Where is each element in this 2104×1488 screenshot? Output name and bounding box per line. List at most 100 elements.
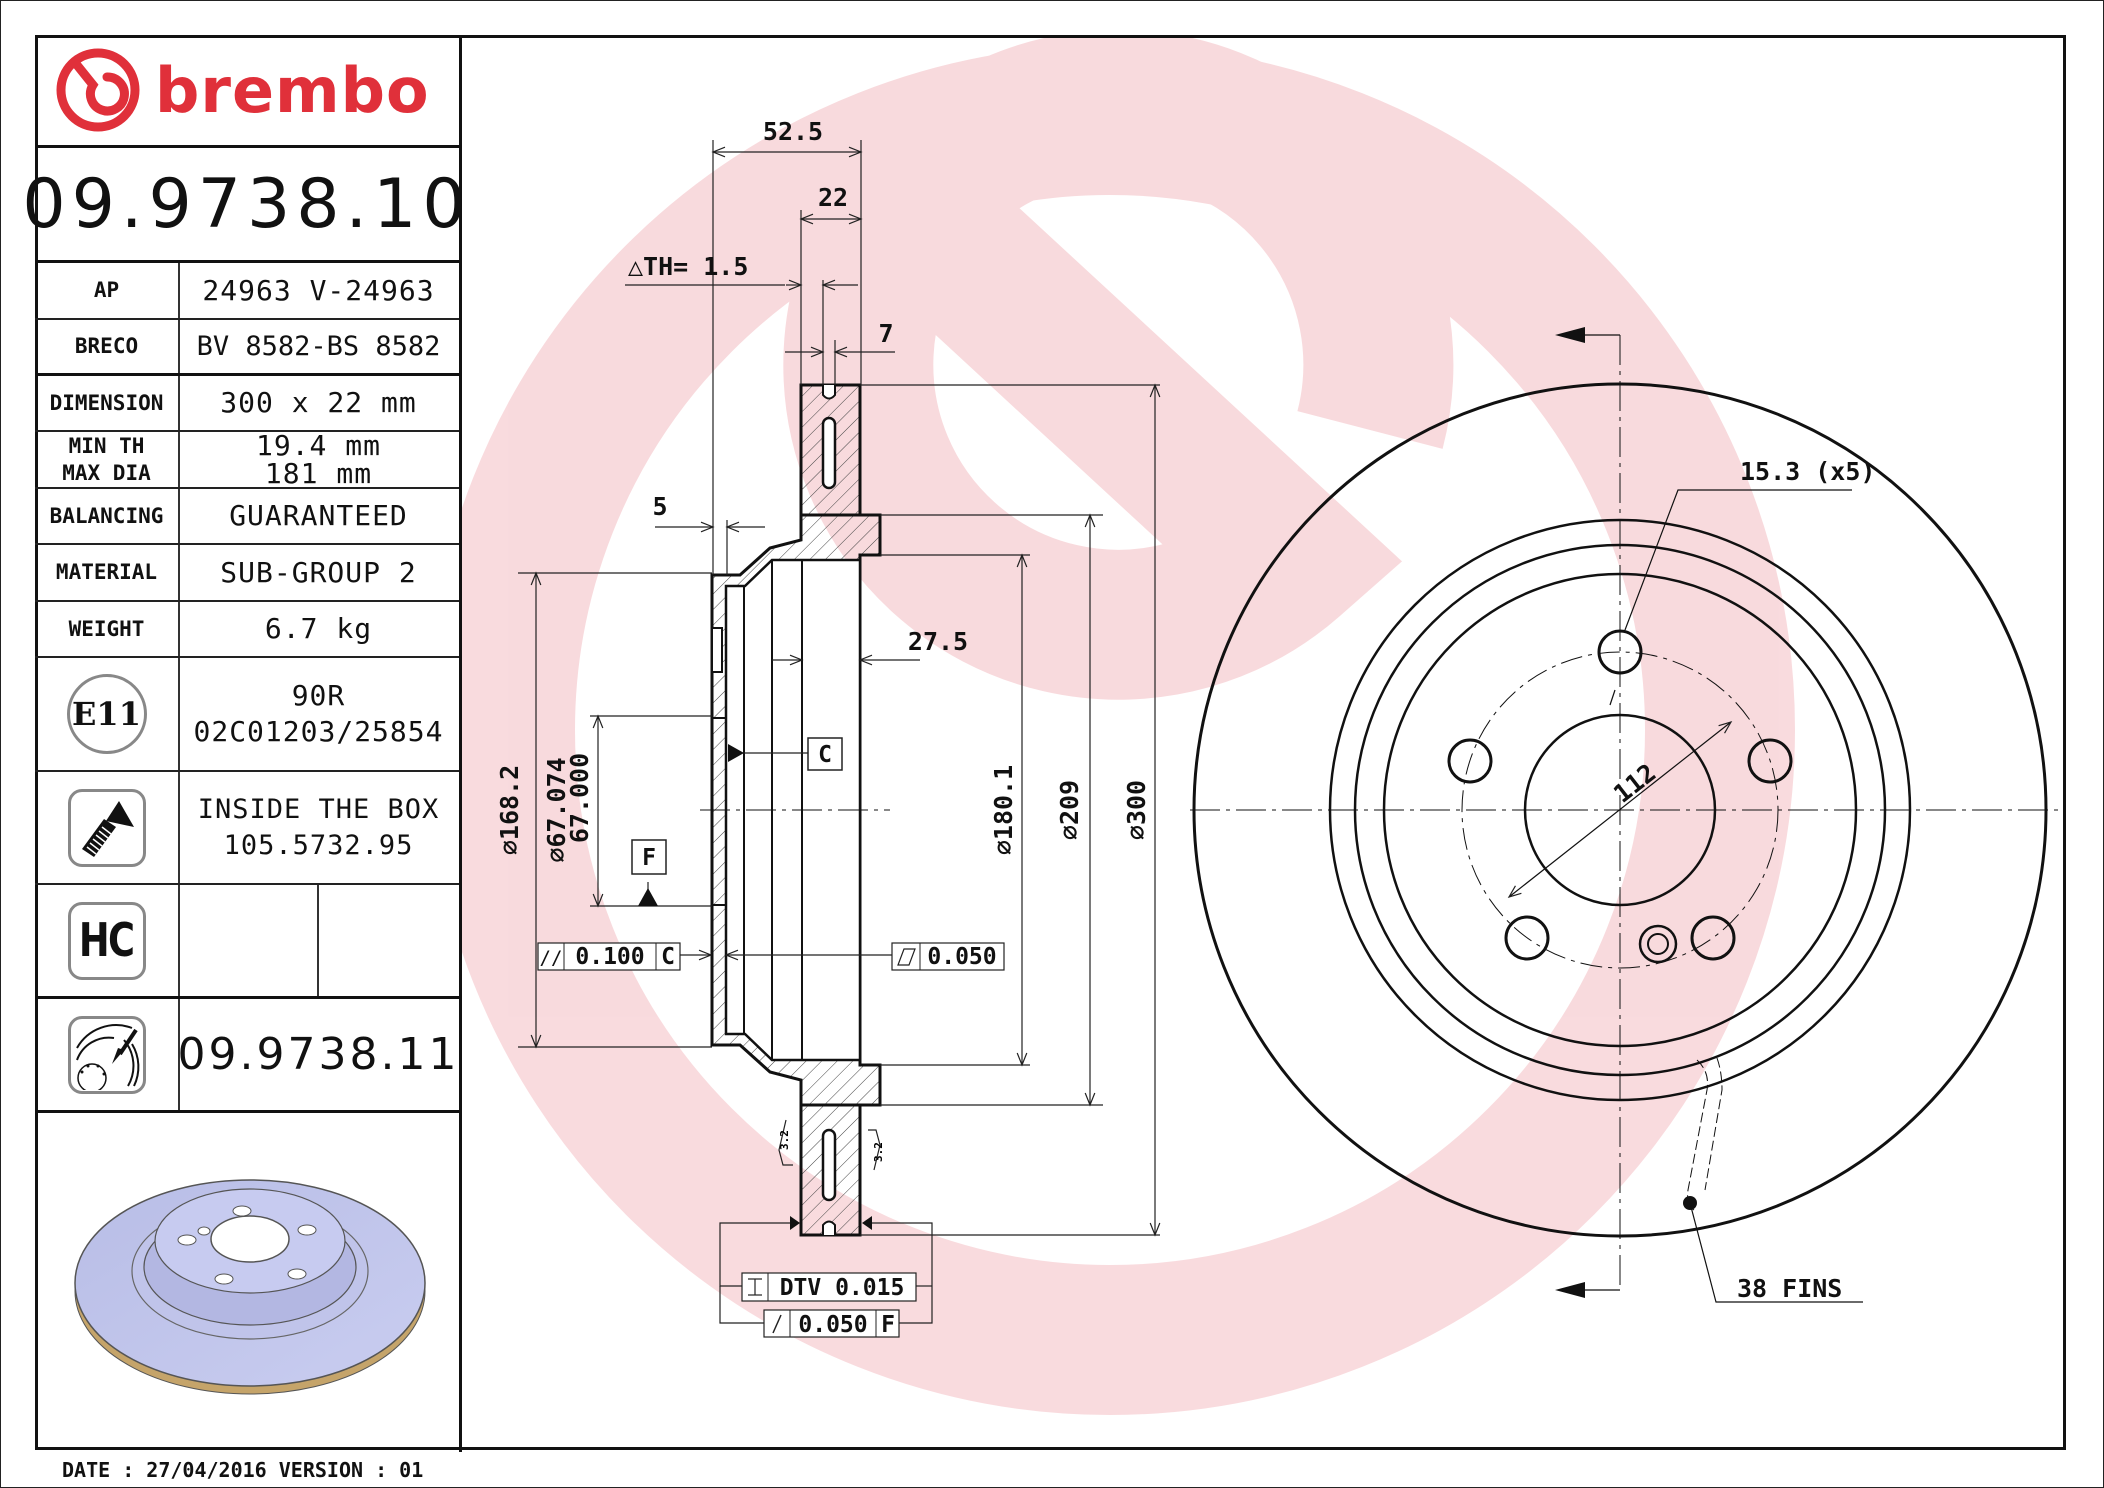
datum-f: F — [631, 839, 667, 875]
brand-name: brembo — [155, 53, 430, 127]
bolt-hole — [1447, 738, 1493, 784]
brembo-watermark-icon — [462, 38, 1795, 1415]
e11-approval-icon: E11 — [66, 674, 147, 754]
spec-row-min-max: MIN TH MAX DIA 19.4 mm 181 mm — [35, 428, 459, 490]
spec-value: BV 8582-BS 8582 — [196, 330, 441, 362]
spec-label: WEIGHT — [35, 602, 180, 656]
hc-badge: HC — [79, 913, 135, 967]
dim-hat-thickness: 5 — [652, 492, 667, 521]
parallelism-datum: C — [661, 944, 675, 970]
disc-3d-render-image — [74, 1179, 426, 1395]
dim-delta-th: △TH= 1.5 — [628, 252, 748, 281]
dim-dia-168: ⌀168.2 — [495, 765, 524, 855]
alternative-part-text: 09.9738.11 — [177, 1028, 460, 1080]
front-view — [1190, 327, 2060, 1303]
bolt-hole-diameter-label: 15.3 (x5) — [1740, 457, 1875, 486]
locating-screw-hole — [1638, 924, 1678, 964]
spec-label: AP — [35, 263, 180, 318]
alternative-part-number: 09.9738.11 — [178, 999, 459, 1110]
brembo-logo-icon — [56, 48, 140, 132]
hc-coating-icon: HC — [67, 901, 146, 980]
spec-label: MATERIAL — [35, 545, 180, 600]
dim-thickness: 22 — [818, 183, 848, 212]
title-block: brembo 09.9738.10 AP 24963 V-24963 BRECO… — [22, 35, 472, 1452]
spec-label: BRECO — [35, 320, 180, 373]
dim-dia-67-max: ⌀67.074 — [542, 757, 571, 862]
spec-value: 19.4 mm 181 mm — [178, 428, 459, 490]
parallelism-value: 0.100 — [575, 944, 644, 970]
screw-icon-cell — [35, 772, 180, 883]
brand-row: brembo — [35, 35, 459, 148]
dim-dia-180: ⌀180.1 — [989, 765, 1018, 855]
part-number-row: 09.9738.10 — [22, 148, 472, 263]
min-thickness-value: 19.4 mm — [255, 428, 381, 462]
flatness-value: 0.050 — [927, 944, 996, 970]
part-number: 09.9738.10 — [22, 164, 472, 244]
screws-value: INSIDE THE BOX 105.5732.95 — [178, 772, 459, 883]
dim-dia-300: ⌀300 — [1122, 780, 1151, 840]
homologation-number: 02C01203/25854 — [193, 715, 444, 748]
spec-row-material: MATERIAL SUB-GROUP 2 — [35, 545, 459, 602]
screws-row: INSIDE THE BOX 105.5732.95 — [35, 772, 459, 885]
spec-value: GUARANTEED — [229, 499, 408, 532]
spec-label: MIN TH MAX DIA — [35, 432, 180, 487]
parallelism-icon: // — [540, 947, 563, 969]
hc-value-empty — [178, 885, 319, 996]
date-version-footer: DATE : 27/04/2016 VERSION : 01 — [62, 1458, 424, 1482]
dim-vent-width: 7 — [878, 319, 893, 348]
section-view — [700, 383, 890, 1237]
runout-datum: F — [881, 1312, 895, 1338]
homologation-value: 90R 02C01203/25854 — [178, 658, 459, 770]
roughness-right: 3.2 — [872, 1142, 885, 1162]
spec-row-balancing: BALANCING GUARANTEED — [35, 489, 459, 545]
dtv-tolerance-frame: DTV 0.015 — [741, 1272, 917, 1302]
flatness-tolerance-frame: 0.050 — [891, 942, 1005, 971]
hc-row: HC — [35, 885, 459, 999]
section-dimensions — [518, 140, 1161, 1324]
spec-value: 24963 V-24963 — [202, 273, 435, 307]
dim-dia-67-min: 67.000 — [565, 753, 594, 843]
max-diameter-value: 181 mm — [264, 456, 373, 490]
screws-part-number: 105.5732.95 — [223, 829, 414, 861]
roughness-left: 3.2 — [778, 1130, 791, 1150]
runout-icon — [772, 1314, 782, 1334]
spec-row-weight: WEIGHT 6.7 kg — [35, 602, 459, 658]
spec-label-line: MIN TH — [68, 433, 145, 458]
datum-c-label: C — [818, 742, 832, 768]
spec-label: BALANCING — [35, 489, 180, 543]
disc-caliper-icon — [67, 1015, 146, 1094]
bolt-hole — [1747, 738, 1793, 784]
homologation-code: 90R — [291, 679, 346, 712]
spec-row-ap: AP 24963 V-24963 — [35, 263, 459, 320]
datum-f-label: F — [642, 845, 656, 871]
thickness-variation-icon — [748, 1278, 762, 1296]
dim-overall-height: 52.5 — [763, 117, 823, 146]
hc-icon-cell: HC — [35, 885, 180, 996]
dim-dia-209: ⌀209 — [1055, 780, 1084, 840]
datum-c: C — [807, 737, 843, 771]
spec-value: 6.7 kg — [264, 612, 373, 645]
brand-logo: brembo — [35, 35, 459, 145]
homologation-icon-cell: E11 — [35, 658, 180, 770]
sheet-inner-border — [35, 35, 2066, 1450]
homologation-row: E11 90R 02C01203/25854 — [35, 658, 459, 772]
spec-value: SUB-GROUP 2 — [220, 555, 417, 589]
spec-row-dimension: DIMENSION 300 x 22 mm — [35, 376, 459, 432]
runout-value: 0.050 — [798, 1312, 867, 1338]
fins-count-label: 38 FINS — [1737, 1274, 1842, 1303]
runout-tolerance-frame: 0.050 F — [763, 1309, 900, 1338]
spec-value: 300 x 22 mm — [220, 386, 417, 419]
alternative-row: 09.9738.11 — [35, 999, 459, 1113]
spec-label-line: MAX DIA — [62, 460, 151, 485]
screws-note: INSIDE THE BOX — [197, 793, 440, 825]
product-image-row — [35, 1113, 459, 1452]
technical-drawing: 52.5 22 △TH= 1.5 7 5 27.5 ⌀168.2 ⌀67.074… — [462, 38, 2060, 1415]
alternative-icon-cell — [35, 999, 180, 1110]
spec-row-breco: BRECO BV 8582-BS 8582 — [35, 320, 459, 376]
spec-label: DIMENSION — [35, 376, 180, 430]
screw-icon — [67, 788, 146, 867]
flatness-icon — [897, 948, 916, 966]
parallelism-tolerance-frame: // 0.100 C — [537, 942, 681, 971]
dim-hat-depth: 27.5 — [908, 627, 968, 656]
dtv-value: DTV 0.015 — [780, 1275, 905, 1301]
